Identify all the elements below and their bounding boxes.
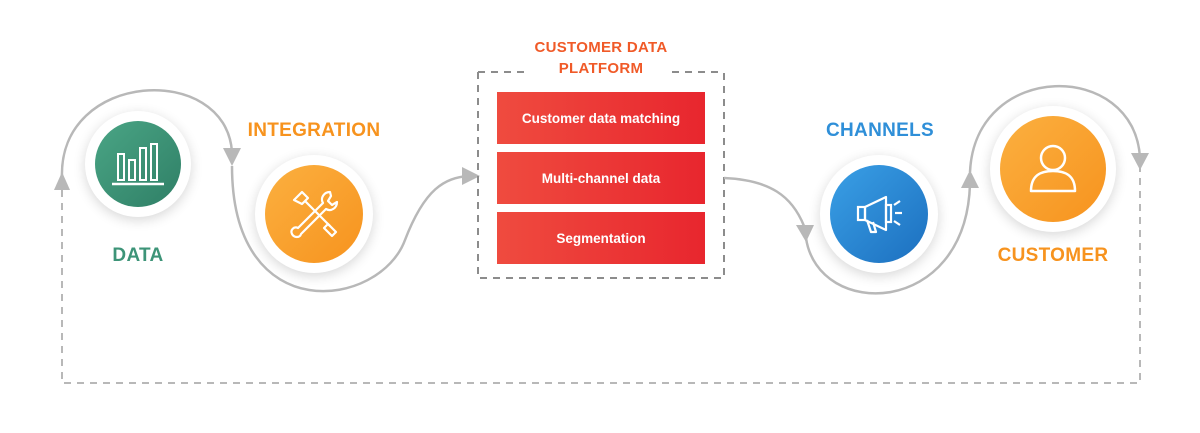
channels-to-customer-connector: [804, 183, 972, 295]
customer-node-disc: [1000, 116, 1106, 222]
cdp-to-channels-connector: [723, 176, 806, 227]
data-node: [85, 111, 191, 217]
cdp-title-line1: CUSTOMER DATA: [528, 37, 674, 58]
channels-node: [820, 155, 938, 273]
cdp-box-multi-channel-data: Multi-channel data: [497, 152, 705, 204]
customer-arc-connector: [968, 85, 1142, 173]
channels-label: CHANNELS: [826, 120, 934, 141]
return-loop-arrowhead: [54, 172, 70, 190]
user-icon: [1029, 144, 1077, 193]
data-node-disc: [95, 121, 181, 207]
customer-label: CUSTOMER: [997, 245, 1109, 266]
integration-label: INTEGRATION: [247, 120, 381, 141]
cdp-box-customer-data-matching: Customer data matching: [497, 92, 705, 144]
cdp-title: CUSTOMER DATA PLATFORM: [478, 37, 724, 79]
cdp-to-channels-arrowhead: [796, 225, 814, 242]
customer-down-arrowhead: [1131, 153, 1149, 170]
channels-node-disc: [830, 165, 928, 263]
channels-to-customer-arrowhead: [961, 170, 979, 188]
tools-icon: [290, 190, 339, 239]
integration-node: [255, 155, 373, 273]
cdp-title-line2: PLATFORM: [552, 58, 650, 79]
customer-node: [990, 106, 1116, 232]
megaphone-icon: [856, 195, 902, 234]
data-label: DATA: [112, 245, 164, 266]
return-loop-connector: [61, 165, 1141, 384]
cdp-box-segmentation: Segmentation: [497, 212, 705, 264]
bar-chart-icon: [112, 143, 164, 186]
integration-to-cdp-arrowhead: [462, 167, 480, 185]
integration-to-cdp-connector: [230, 165, 469, 293]
integration-node-disc: [265, 165, 363, 263]
data-arc-arrowhead: [223, 148, 241, 166]
data-arc-connector: [60, 88, 234, 179]
cdp-dashed-frame: [477, 72, 725, 279]
